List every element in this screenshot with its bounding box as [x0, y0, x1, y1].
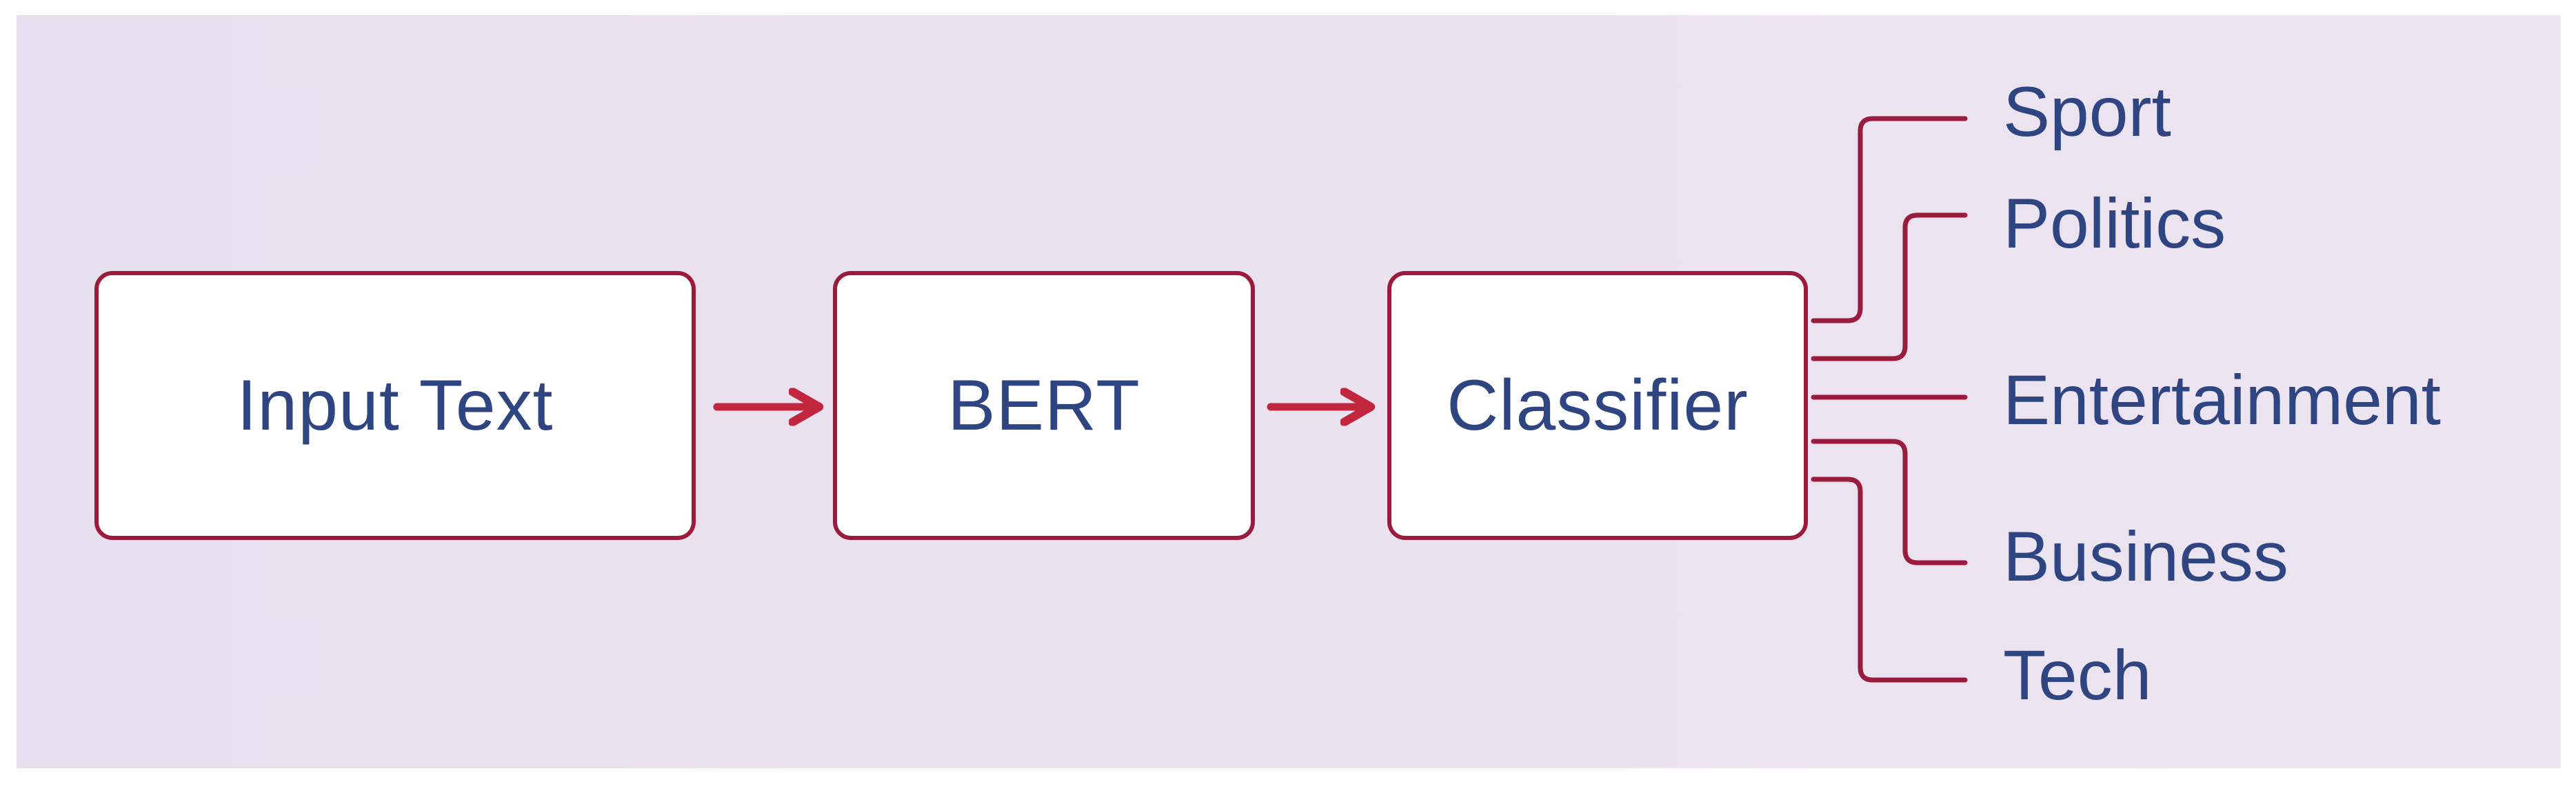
connector-tech	[1811, 477, 1968, 683]
connector-sport	[1811, 116, 1968, 323]
bert-box: BERT	[833, 271, 1255, 540]
input-text-box: Input Text	[94, 271, 696, 540]
category-business-label: Business	[2003, 517, 2288, 596]
connector-business	[1811, 439, 1968, 565]
category-sport-label: Sport	[2003, 72, 2171, 151]
connector-politics	[1811, 212, 1968, 361]
category-politics-label: Politics	[2003, 184, 2226, 263]
category-tech-label: Tech	[2003, 636, 2152, 714]
category-entertainment-label: Entertainment	[2003, 361, 2442, 439]
classifier-box: Classifier	[1387, 271, 1808, 540]
